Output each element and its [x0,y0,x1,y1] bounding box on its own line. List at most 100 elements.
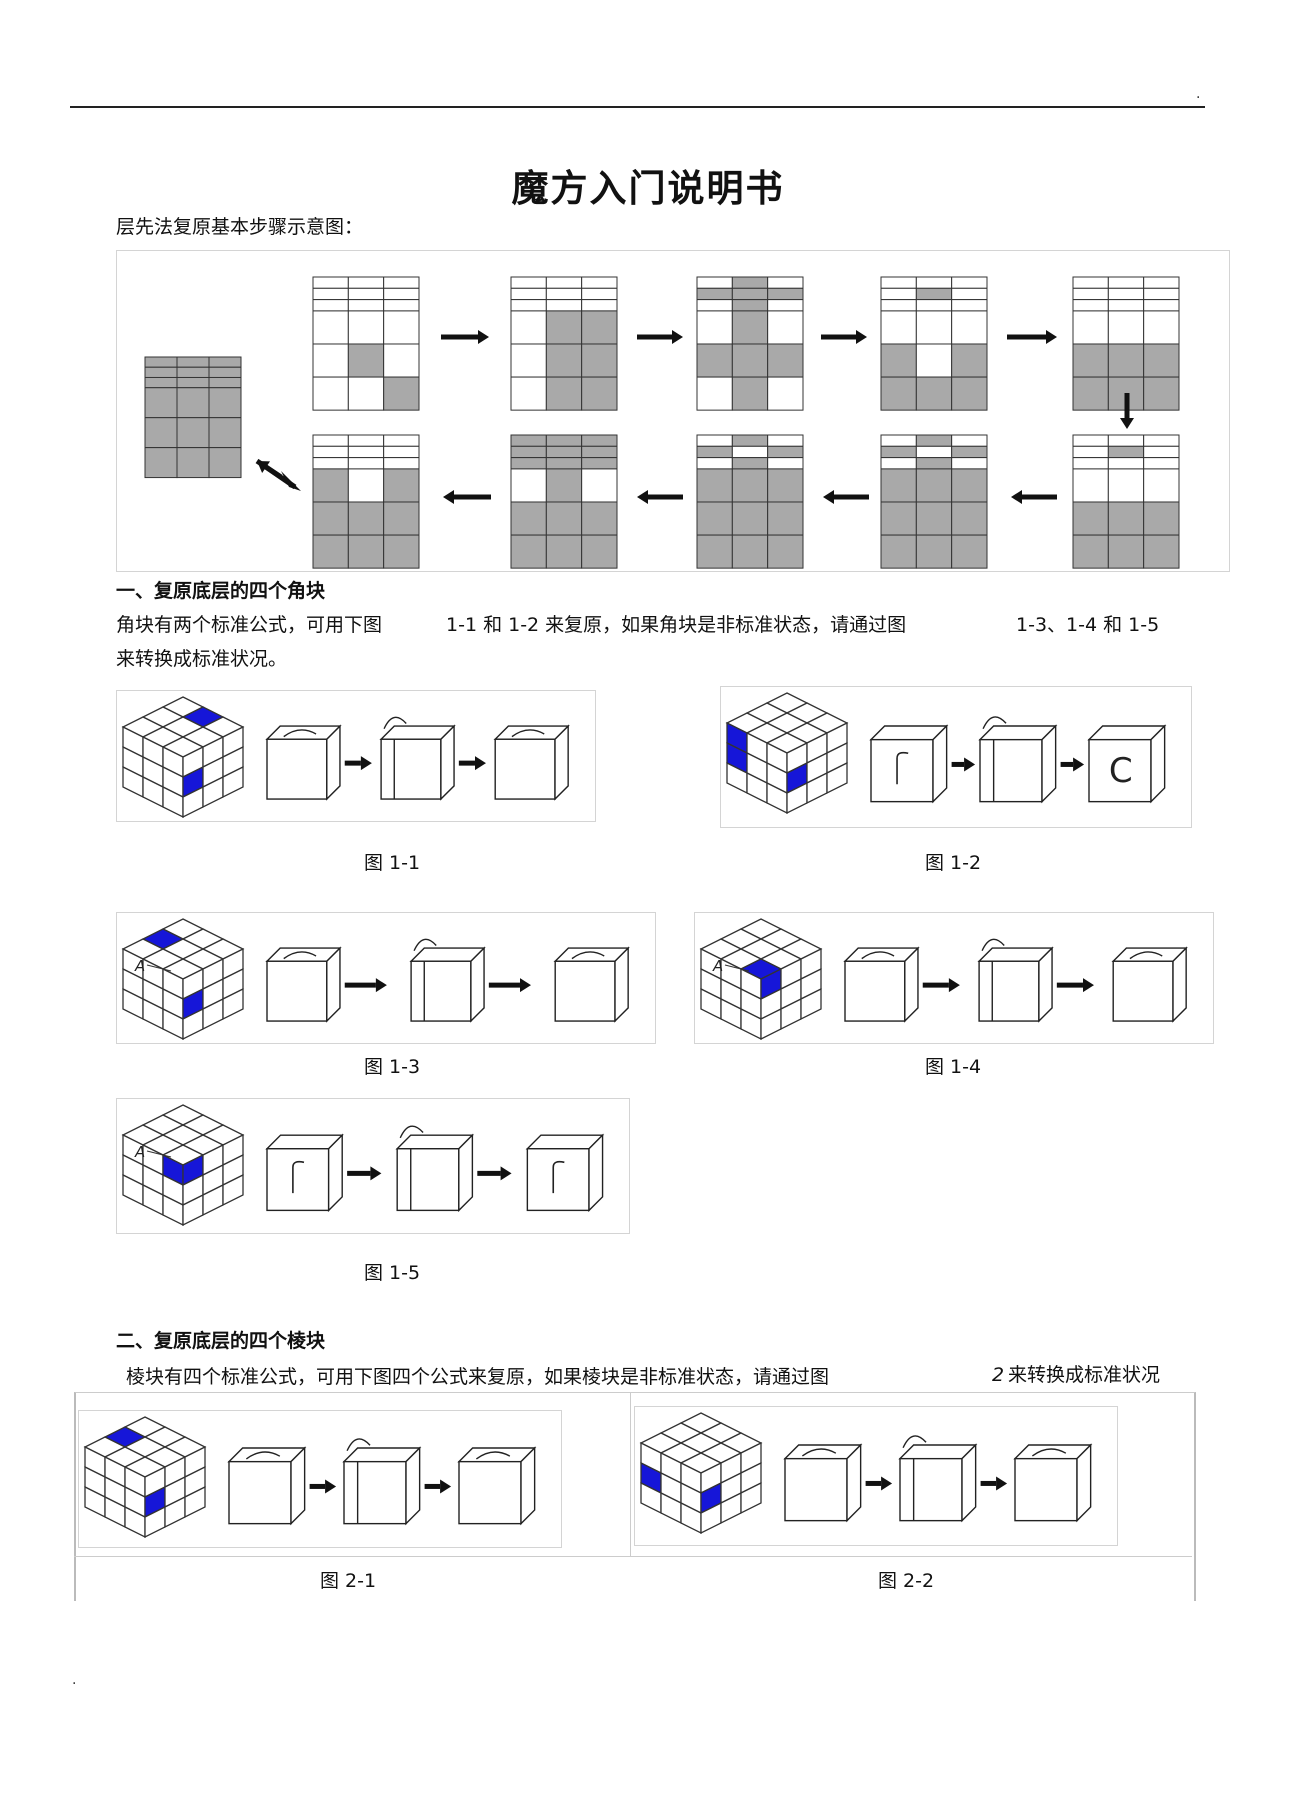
rotate-arrow-icon [283,951,317,960]
overview-top-sticker [1072,299,1109,312]
header-rule [70,106,1205,108]
overview-top-sticker [951,457,988,470]
overview-top-sticker [915,445,953,459]
arrow [347,1166,382,1181]
overview-top-sticker [880,434,917,447]
overview-front-sticker [510,310,547,345]
overview-front-sticker [545,310,583,345]
overview-top-sticker [510,276,547,289]
overview-diagram [116,250,1230,572]
overview-top-sticker [176,376,210,389]
overview-front-sticker [915,310,953,345]
arrow-head [1120,418,1134,429]
overview-front-sticker [1072,534,1109,569]
overview-cube [510,276,618,411]
figure-1-1-svg [121,696,570,819]
overview-front-sticker [581,310,618,345]
turn-arrow-icon [383,716,407,730]
arrow-head [443,490,454,504]
move-box-side [588,1133,604,1213]
cube [725,692,849,815]
overview-top-sticker [383,434,420,447]
overview-top-sticker [951,287,988,301]
section2-table [74,1392,1196,1601]
overview-front-sticker [545,468,583,503]
section1-text-a: 角块有两个标准公式，可用下图 [116,614,383,636]
overview-front-sticker [581,468,618,503]
overview-top-sticker [1143,457,1180,470]
turn-arrow-icon [982,716,1007,730]
arrow-head [1073,757,1085,772]
cube [121,696,245,819]
arrow [424,1479,452,1494]
overview-front-sticker [951,343,988,378]
move-box-front [266,960,328,1022]
overview-front-sticker [767,343,804,378]
overview-top-sticker [880,457,917,470]
overview-front-sticker [731,501,769,536]
overview-front-sticker [880,376,917,411]
overview-top-sticker [731,299,769,312]
move-box [493,724,570,801]
overview-top-sticker [510,299,547,312]
arrow [1011,490,1057,504]
move-box-front [526,1148,590,1212]
overview-top-sticker [208,356,242,368]
move-box [898,1435,978,1523]
overview-top-sticker [347,434,385,447]
figure-1-4-svg: A [699,918,1188,1041]
overview-front-sticker [1143,343,1180,378]
overview-top-sticker [1107,457,1145,470]
overview-top-sticker [144,356,178,368]
overview-top-sticker [545,457,583,470]
move-box-side [846,1443,862,1523]
pointer-line [146,964,172,972]
arrow [922,978,960,993]
overview-front-sticker [1107,468,1145,503]
move-box-front [494,738,556,800]
overview-top-sticker [1143,287,1180,301]
move-box-front [554,960,616,1022]
right-sticker [222,765,244,799]
move-box [265,724,342,801]
overview-top-sticker [915,276,953,289]
overview-top-sticker [951,434,988,447]
overview-top-sticker [1107,434,1145,447]
overview-front-sticker [312,376,349,411]
overview-front-sticker [510,343,547,378]
overview-cube [1072,276,1180,411]
arrow [1120,393,1134,429]
overview-front-sticker [383,468,420,503]
right-sticker [222,987,244,1021]
move-box-side [470,946,485,1023]
arrow-head [856,330,867,344]
turn-arrow-icon [981,938,1005,952]
overview-front-sticker [1072,501,1109,536]
overview-front-sticker [383,343,420,378]
intro-text: 层先法复原基本步骤示意图： [116,216,364,238]
overview-front-sticker [144,417,178,449]
overview-front-sticker [915,468,953,503]
move-box [342,1438,422,1526]
overview-top-sticker [1072,276,1109,289]
overview-top-sticker [1143,434,1180,447]
move-box [227,1446,307,1526]
move-box-front [410,960,472,1022]
overview-front-sticker [767,534,804,569]
overview-front-sticker [880,534,917,569]
rotate-arrow-icon [245,1451,281,1460]
move-box-side [961,1443,977,1523]
overview-top-sticker [696,434,733,447]
arrow [821,330,867,344]
move-box-front [1088,738,1152,803]
move-box-front [266,738,328,800]
figure-1-5-svg: A [121,1104,605,1227]
overview-front-sticker [312,501,349,536]
overview-front-sticker [767,376,804,411]
move-box [553,946,630,1023]
caption-1-5: 图 1-5 [364,1262,421,1284]
overview-top-sticker [312,457,349,470]
arrow [344,978,387,993]
move-box-side [932,724,948,804]
overview-front-sticker [731,376,769,411]
